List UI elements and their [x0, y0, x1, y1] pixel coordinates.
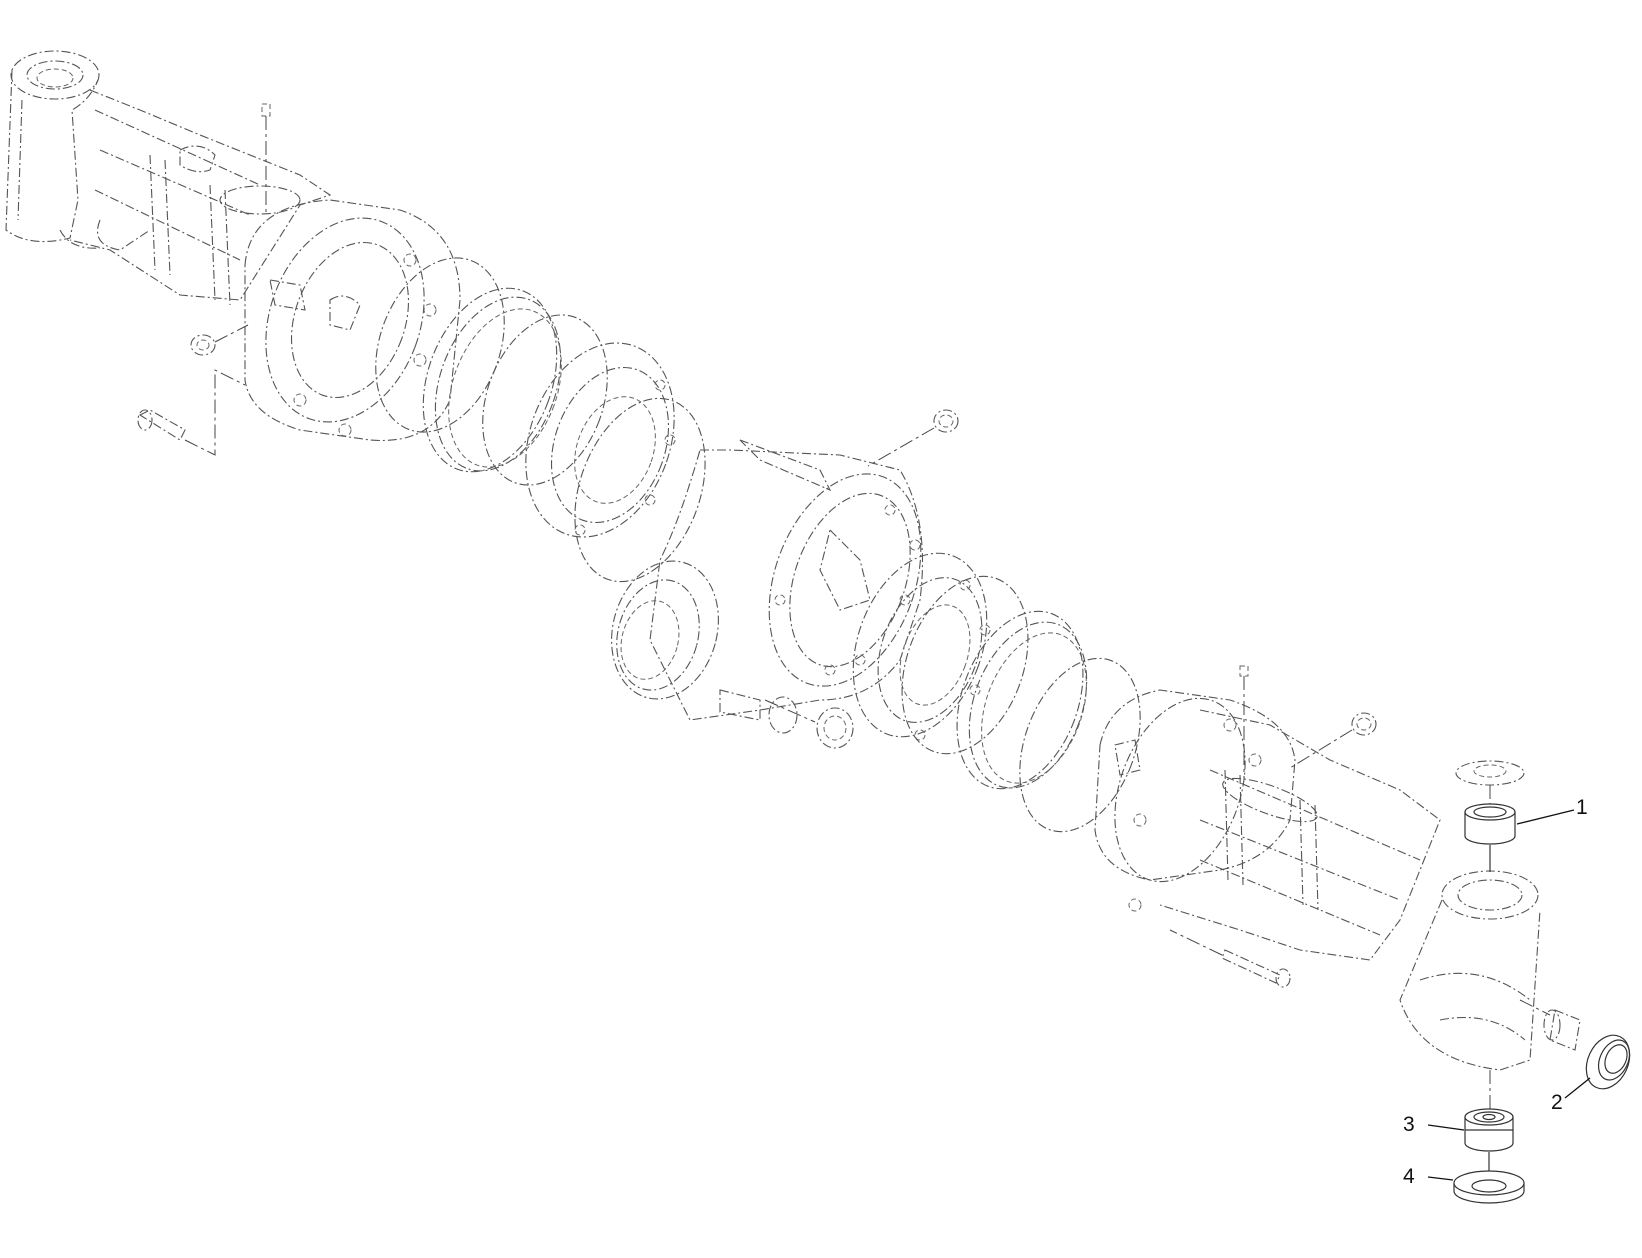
leader-line-1 [1516, 809, 1575, 825]
leader-line-4 [1427, 1176, 1454, 1181]
leader-line-2 [1564, 1077, 1591, 1099]
right-long-bolt [1169, 929, 1291, 988]
left-plug [190, 324, 249, 356]
brake-disc-ring-1 [375, 257, 505, 433]
left-steering-knuckle [5, 50, 101, 249]
upper-thrust-washer [1455, 760, 1525, 810]
left-hub-carrier [525, 342, 676, 538]
left-axle-housing [69, 89, 332, 306]
differential-input-bearing-cap [611, 560, 761, 721]
left-flange-housing [244, 199, 461, 442]
center-top-plug [867, 409, 959, 467]
callout-label-1: 1 [1576, 796, 1588, 819]
brake-disc-pack-1 [422, 287, 562, 473]
callout-label-2: 2 [1551, 1091, 1563, 1114]
callout-label-4: 4 [1403, 1165, 1415, 1188]
part-4-lower-washer [1453, 1170, 1525, 1204]
leader-line-3 [1427, 1124, 1465, 1131]
right-breather-fitting [1239, 665, 1249, 778]
callout-label-3: 3 [1403, 1113, 1415, 1136]
o-ring-center-left [574, 397, 706, 583]
brake-disc-ring-3 [1019, 657, 1141, 833]
o-ring-center-right [901, 575, 1029, 755]
brake-disc-ring-2 [482, 314, 608, 486]
center-differential-housing [649, 439, 924, 721]
center-side-plug-and-seal [764, 696, 854, 749]
part-3-lower-bushing [1464, 1108, 1514, 1172]
part-1-upper-bushing [1464, 803, 1516, 872]
left-breather-fitting [261, 103, 271, 215]
right-hub-carrier [852, 552, 991, 741]
right-flange-housing [1094, 689, 1296, 912]
brake-disc-pack-2 [956, 610, 1088, 790]
right-side-sleeve [1519, 999, 1581, 1051]
right-top-plug [1289, 712, 1377, 769]
right-steering-knuckle [1399, 870, 1541, 1110]
left-bolt [137, 369, 246, 456]
part-2-side-bushing [1585, 1034, 1631, 1090]
right-axle-housing [1159, 709, 1441, 961]
